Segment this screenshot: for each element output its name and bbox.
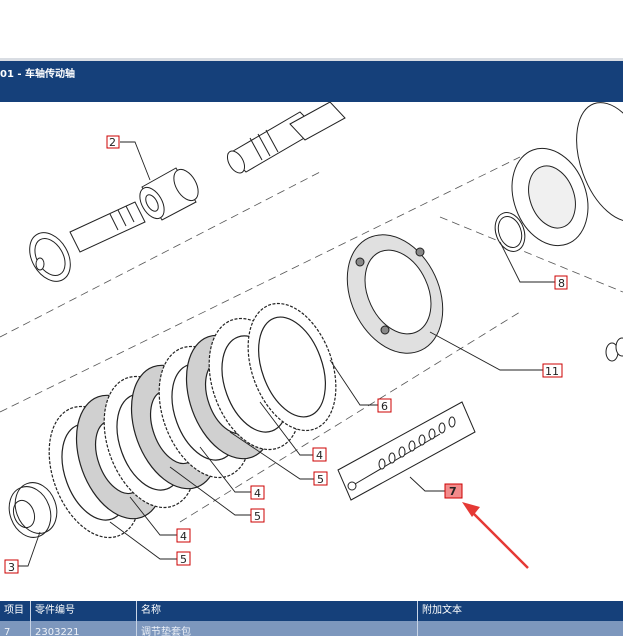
separator-strip [0, 58, 623, 61]
header-name[interactable]: 名称 [137, 601, 418, 621]
parts-diagram-svg: 2 8 11 6 4 5 4 5 [0, 102, 623, 574]
spline-gear-part [8, 482, 58, 538]
bushing-part [139, 167, 199, 221]
callout-4c-label: 4 [180, 530, 187, 543]
assembly-lines [0, 156, 623, 523]
callout-5c-label: 5 [180, 553, 187, 566]
housing-cover [494, 102, 623, 362]
callout-4b-label: 4 [254, 487, 261, 500]
callout-5b[interactable]: 5 [250, 508, 265, 523]
callout-3-label: 3 [8, 561, 15, 574]
clutch-disc-pack [48, 302, 337, 539]
diagram-title: 01 - 车轴传动轴 [0, 69, 76, 80]
callout-3[interactable]: 3 [4, 559, 19, 574]
shim-bolt-set [337, 401, 476, 501]
callout-2-label: 2 [109, 136, 116, 149]
parts-table: 项目 零件编号 名称 附加文本 7 2303221 调节垫套包 [0, 601, 623, 636]
callout-8[interactable]: 8 [554, 275, 568, 290]
callout-4b[interactable]: 4 [250, 485, 265, 500]
lower-gear-shaft [29, 201, 146, 282]
red-pointer-arrow [462, 502, 529, 569]
callout-2[interactable]: 2 [106, 135, 120, 149]
cell-item: 7 [0, 621, 31, 636]
header-item[interactable]: 项目 [0, 601, 31, 621]
callout-4a[interactable]: 4 [312, 447, 327, 462]
piston-carrier-part [346, 234, 444, 354]
callout-5a[interactable]: 5 [313, 471, 328, 486]
callout-8-label: 8 [558, 277, 565, 290]
exploded-parts-diagram: 2 8 11 6 4 5 4 5 [0, 102, 623, 599]
parts-table-header: 项目 零件编号 名称 附加文本 [0, 601, 623, 621]
callout-6[interactable]: 6 [377, 398, 392, 413]
callout-7-highlighted[interactable]: 7 [444, 483, 463, 499]
callout-7-label: 7 [449, 485, 457, 498]
cell-extra-text [418, 621, 623, 636]
callout-11-label: 11 [545, 365, 559, 378]
callout-11[interactable]: 11 [542, 363, 563, 378]
callout-6-label: 6 [381, 400, 388, 413]
diagram-title-bar: 01 - 车轴传动轴 [0, 61, 623, 102]
cell-name: 调节垫套包 [137, 621, 418, 636]
callout-5b-label: 5 [254, 510, 261, 523]
table-row-selected[interactable]: 7 2303221 调节垫套包 [0, 621, 623, 636]
callout-4c[interactable]: 4 [176, 528, 191, 543]
callout-5a-label: 5 [317, 473, 324, 486]
header-extra-text[interactable]: 附加文本 [422, 605, 462, 616]
leader-lines [18, 141, 555, 567]
header-part-number[interactable]: 零件编号 [31, 601, 137, 621]
callout-4a-label: 4 [316, 449, 323, 462]
upper-shaft [226, 102, 346, 174]
cell-part-number: 2303221 [31, 621, 137, 636]
callout-5c[interactable]: 5 [176, 551, 191, 566]
top-blank-area [0, 0, 623, 58]
